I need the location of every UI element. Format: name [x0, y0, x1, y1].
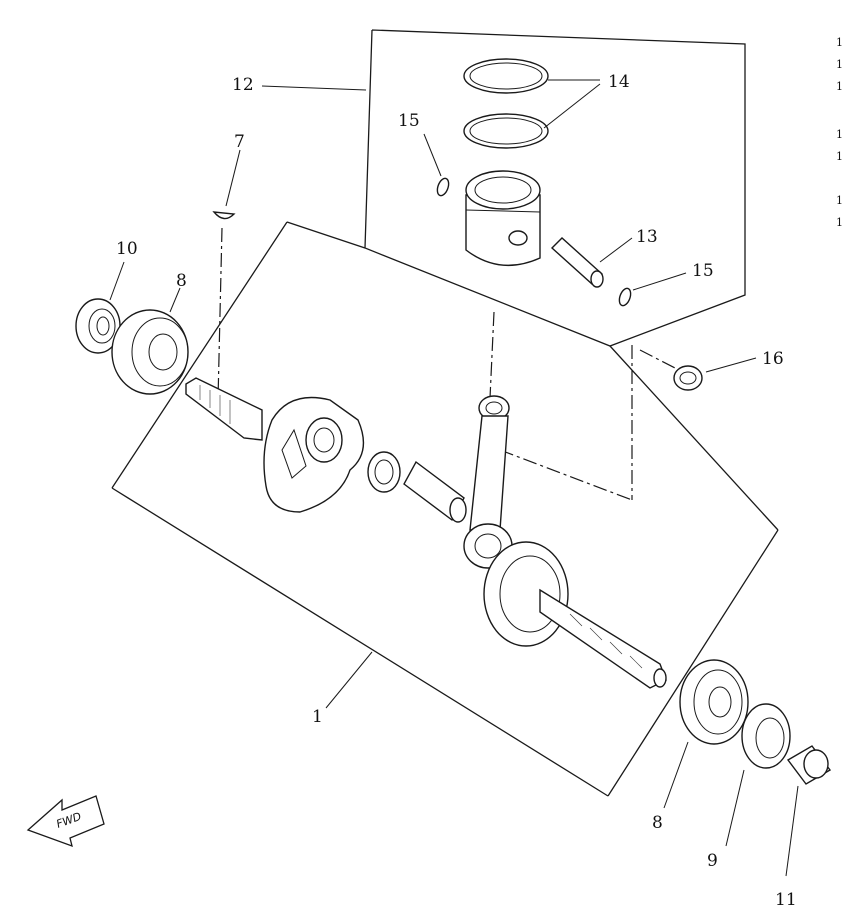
leader-12 — [261, 85, 367, 91]
callout-labels: 1 7 8 8 9 10 11 12 13 14 15 15 16 — [116, 72, 797, 910]
leader-7 — [225, 149, 241, 207]
leader-16 — [705, 357, 757, 373]
piston-pin — [550, 237, 633, 288]
edge-mark: 1 — [836, 58, 842, 71]
edge-mark: 1 — [836, 216, 842, 229]
connecting-rod — [463, 395, 513, 569]
bearing-right — [663, 659, 749, 809]
crankshaft-assembly-box — [111, 221, 779, 797]
callout-16: 16 — [762, 349, 784, 369]
edge-mark: 1 — [836, 150, 842, 163]
piston-group-box — [261, 29, 746, 347]
edge-mark: 1 — [836, 128, 842, 141]
leader-15a — [423, 133, 442, 177]
forward-arrow-icon: FWD — [26, 795, 105, 848]
small-end-bearing — [673, 357, 757, 391]
callout-15-right: 15 — [692, 261, 714, 281]
edge-marks: 1 1 1 1 1 1 1 — [836, 36, 842, 229]
piston-pin-clips — [423, 133, 687, 307]
leader-11 — [785, 785, 799, 877]
leader-10 — [109, 261, 125, 301]
callout-13: 13 — [636, 227, 658, 247]
piston-rings — [463, 58, 601, 149]
leader-8b — [663, 741, 689, 809]
bearing-left — [111, 287, 189, 395]
callout-15-top: 15 — [398, 111, 420, 131]
callout-8-left: 8 — [176, 271, 187, 291]
callout-11: 11 — [775, 890, 797, 910]
leader-13 — [599, 237, 633, 263]
leader-15b — [632, 272, 687, 291]
leader-1 — [325, 651, 373, 709]
callout-14: 14 — [608, 72, 630, 92]
oil-seal-right — [725, 703, 791, 847]
woodruff-key — [212, 149, 241, 220]
collar — [785, 745, 832, 877]
callout-10: 10 — [116, 239, 138, 259]
crankshaft-left-half — [185, 377, 365, 513]
callout-7: 7 — [234, 132, 245, 152]
crankshaft-right-half — [483, 541, 667, 689]
crank-pin-and-bearing — [367, 451, 467, 523]
leader-14b — [543, 83, 601, 129]
callout-12: 12 — [232, 75, 254, 95]
callout-1: 1 — [312, 707, 323, 727]
leader-9 — [725, 769, 745, 847]
callout-8-right: 8 — [652, 813, 663, 833]
piston — [465, 170, 541, 267]
edge-mark: 1 — [836, 80, 842, 93]
callout-9: 9 — [707, 851, 718, 871]
edge-mark: 1 — [836, 194, 842, 207]
leader-8a — [169, 287, 181, 313]
edge-mark: 1 — [836, 36, 842, 49]
fwd-label: FWD — [55, 810, 84, 831]
center-lines — [217, 227, 676, 501]
